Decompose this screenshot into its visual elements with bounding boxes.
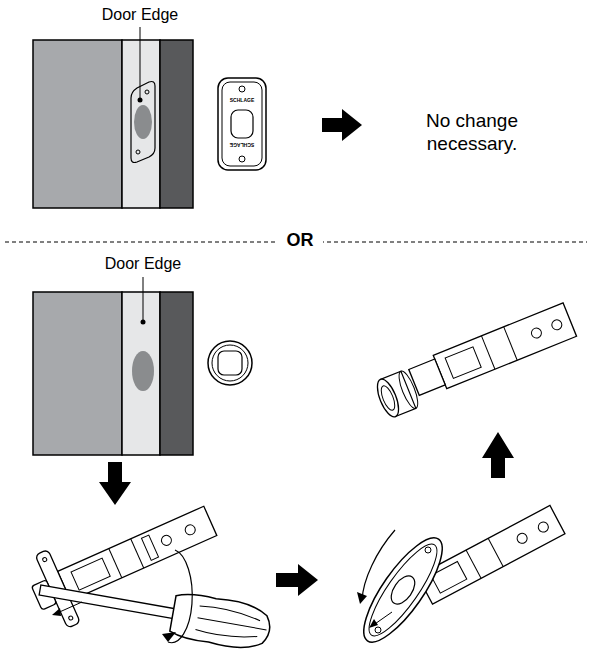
latch-rotating-part: [425, 547, 431, 553]
round-drive-plate-part: [218, 351, 242, 375]
latch-exploded-part: [395, 369, 421, 411]
latch-with-screwdriver-part: [68, 615, 73, 620]
step-arrow: [99, 462, 131, 505]
bottom-door-section-part: [33, 292, 122, 455]
latch-with-screwdriver-part: [162, 632, 176, 642]
latch-with-screwdriver-part: [169, 591, 273, 653]
door-edge-label: Door Edge: [88, 254, 198, 273]
latch-with-screwdriver-part: [109, 549, 122, 578]
round-drive-plate-part: [212, 345, 248, 381]
latch-rotating-part: [375, 627, 381, 633]
latch-with-screwdriver-part: [195, 626, 257, 642]
latch-with-screwdriver-part: [199, 605, 261, 621]
strike-faceplate-part: [231, 110, 253, 138]
latch-rotating-part: [488, 538, 503, 566]
strike-faceplate-part: [239, 156, 245, 162]
latch-exploded-part: [550, 318, 563, 331]
step-arrow: [322, 109, 362, 141]
leader-line: [141, 277, 146, 325]
top-door-section-part: [134, 105, 152, 139]
top-door-section: [33, 40, 193, 208]
leader-line-part: [140, 27, 141, 100]
latch-with-screwdriver-part: [160, 534, 173, 547]
bottom-door-section-part: [132, 351, 154, 391]
round-drive-plate-part: [208, 341, 252, 385]
latch-exploded-part: [445, 347, 481, 379]
latch-exploded-part: [481, 336, 494, 369]
latch-exploded-part: [373, 376, 403, 419]
instruction-note: No change necessary.: [412, 110, 532, 156]
bottom-door-section-part: [160, 292, 193, 455]
latch-with-screwdriver-part: [58, 506, 217, 600]
bottom-door-section-part: [122, 292, 160, 455]
latch-exploded-part: [373, 369, 421, 420]
latch-rotating-part: [351, 528, 455, 653]
strike-faceplate-part: [222, 82, 262, 166]
top-door-section-part: [131, 82, 155, 163]
latch-rotating-part: [515, 532, 529, 546]
top-door-section-part: [33, 40, 122, 208]
latch-with-screwdriver-part: [52, 608, 61, 616]
latch-with-screwdriver-part: [141, 535, 158, 560]
latch-with-screwdriver-part: [198, 618, 267, 630]
leader-line-part: [143, 277, 144, 322]
latch-rotating-part: [359, 536, 447, 643]
brand-mark: SCHLAGE: [222, 142, 262, 148]
latch-exploded-part: [504, 327, 517, 360]
leader-line-part: [138, 98, 143, 103]
round-drive-plate: [208, 341, 252, 385]
latch-with-screwdriver-part: [131, 539, 144, 568]
top-door-section-part: [145, 90, 149, 94]
top-door-section-part: [136, 150, 140, 154]
latch-rotating-part: [369, 619, 378, 628]
latch-rotating-part: [357, 592, 367, 604]
latch-exploded-part: [409, 359, 445, 395]
latch-rotating-part: [386, 572, 419, 609]
leader-line-part: [141, 320, 146, 325]
top-door-section-part: [122, 40, 160, 208]
door-edge-label: Door Edge: [85, 5, 195, 24]
latch-with-screwdriver-part: [36, 567, 273, 653]
latch-with-screwdriver-part: [168, 550, 192, 643]
latch-exploded-part: [530, 327, 543, 340]
step-arrow: [482, 432, 514, 478]
latch-rotating-part: [466, 550, 481, 578]
latch-rotating-part: [362, 530, 395, 600]
latch-exploded: [373, 303, 576, 420]
brand-mark: SCHLAGE: [222, 97, 262, 103]
latch-rotating-part: [537, 520, 551, 534]
latch-exploded-part: [378, 384, 397, 412]
latch-rotating: [351, 505, 565, 652]
latch-with-screwdriver-part: [184, 523, 197, 536]
strike-faceplate: [218, 78, 266, 170]
latch-exploded-part: [407, 303, 576, 399]
latch-with-screwdriver-part: [39, 585, 179, 619]
or-separator: OR: [277, 230, 323, 252]
top-door-section-part: [160, 40, 193, 208]
strike-faceplate-part: [218, 78, 266, 170]
leader-line: [138, 27, 143, 103]
latch-with-screwdriver-part: [42, 557, 47, 562]
latch-with-screwdriver: [20, 484, 273, 653]
latch-exploded-part: [433, 303, 576, 389]
step-arrow: [276, 564, 318, 596]
strike-faceplate-part: [239, 86, 245, 92]
bottom-door-section: [33, 292, 193, 455]
latch-with-screwdriver-part: [71, 558, 110, 590]
